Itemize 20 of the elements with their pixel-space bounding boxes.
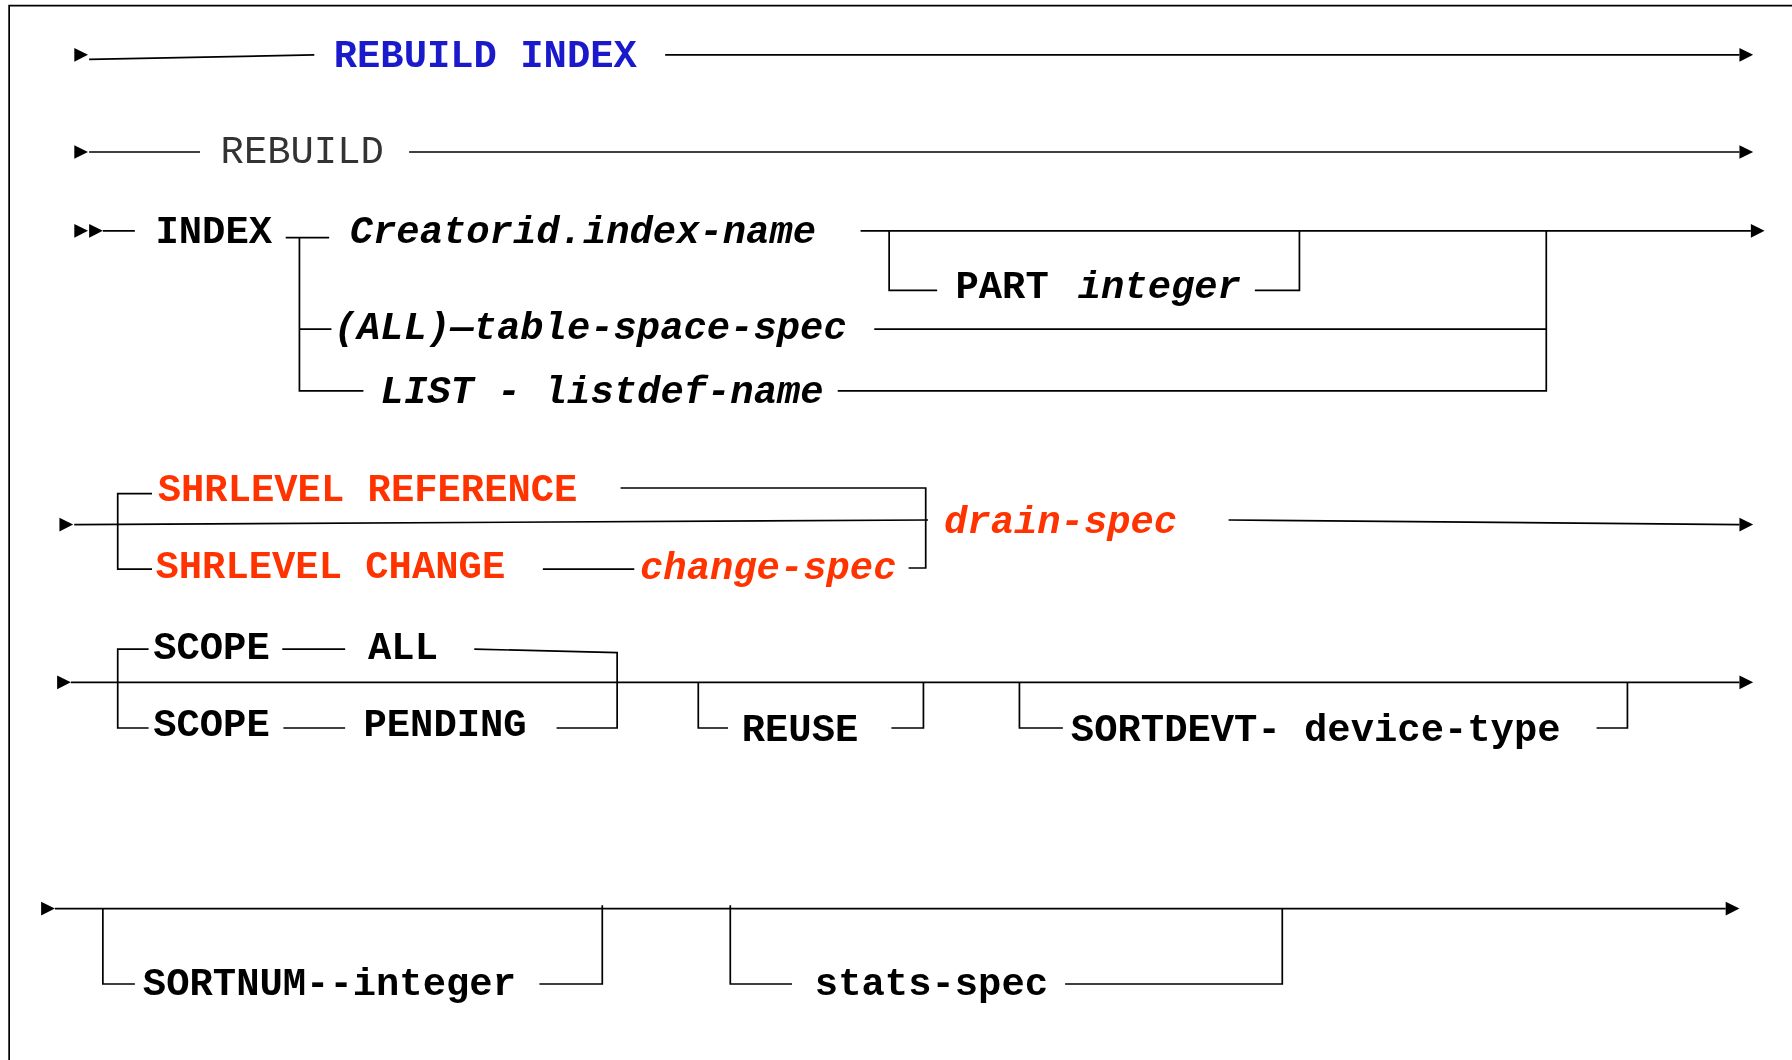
parameter: (ALL)—table-space-spec [333,309,847,349]
parameter: LIST - listdef-name [380,373,824,413]
keyword: INDEX [155,213,273,253]
keyword: REBUILD [220,133,384,173]
keyword: ALL [368,629,438,669]
keyword: SORTDEVT- device-type [1070,710,1561,750]
keyword: SHRLEVEL CHANGE [155,548,506,588]
parameter: integer [1077,268,1241,308]
keyword: PART [955,268,1049,308]
parameter: stats-spec [814,965,1049,1005]
keyword: SORTNUM--integer [142,965,516,1005]
parameter: Creatorid.index-name [349,213,817,253]
keyword: REUSE [741,710,859,750]
keyword: SHRLEVEL REFERENCE [157,470,578,510]
keyword: SCOPE [153,629,270,669]
keyword: SCOPE [153,706,270,746]
parameter: change-spec [640,549,897,589]
keyword: REBUILD INDEX [333,37,637,77]
parameter: drain-spec [944,502,1178,542]
keyword: PENDING [363,706,527,746]
